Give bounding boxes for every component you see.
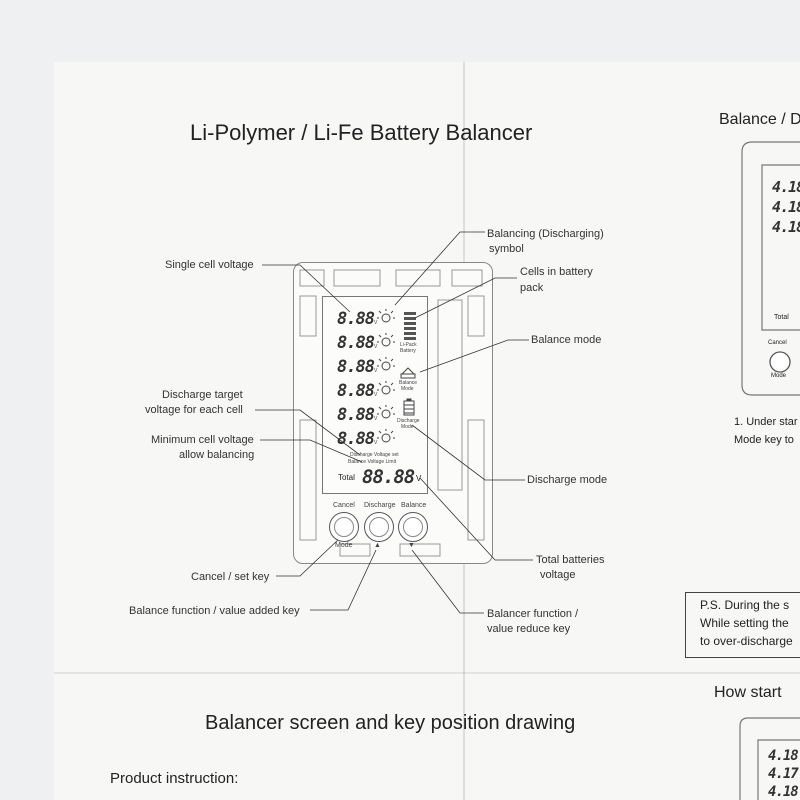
voltage-limit-label: Balance Voltage Limit — [348, 459, 397, 465]
label-discharge-target-2: voltage for each cell — [145, 404, 243, 416]
ps-line-3: to over-discharge — [700, 634, 793, 648]
label-cells-in-pack: Cells in battery — [520, 266, 593, 278]
ps-line-1: P.S. During the s — [700, 598, 790, 612]
label-cancel-set-key: Cancel / set key — [191, 571, 270, 583]
discharge-icon-label: Discharge — [397, 418, 420, 424]
cell-voltage-6: 8.88 — [337, 429, 375, 449]
cells-icon-label: Li-Pack — [400, 342, 417, 348]
discharge-button-label: Discharge — [364, 502, 396, 509]
label-balancing-symbol-2: symbol — [489, 243, 524, 255]
label-total-voltage-2: voltage — [540, 569, 576, 581]
total-voltage: 88.88 — [362, 466, 415, 488]
label-balance-added-key: Balance function / value added key — [129, 605, 300, 617]
cell-voltage-3: 8.88 — [337, 357, 375, 377]
right-reading-3: 4.18 — [772, 218, 800, 236]
cell-unit: V — [374, 392, 378, 398]
cell-voltage-1: 8.88 — [337, 309, 375, 329]
cell-unit: V — [374, 368, 378, 374]
discharge-icon-label: Mode — [401, 424, 414, 430]
right-reading-1: 4.18 — [772, 178, 800, 196]
ps-note-box — [685, 592, 800, 658]
paper-fold-horizontal — [54, 672, 800, 674]
how-start-title: How start — [714, 684, 782, 701]
right-step-1: 1. Under star — [734, 416, 798, 428]
cells-icon-label: Battery — [400, 348, 416, 354]
label-cells-in-pack-2: pack — [520, 282, 544, 294]
section-title-product: Product instruction: — [110, 770, 239, 787]
label-balance-mode: Balance mode — [531, 334, 602, 346]
balance-icon-label: Balance — [399, 380, 418, 386]
label-balancer-reduce-key: Balancer function / — [487, 608, 579, 620]
cell-voltage-5: 8.88 — [337, 405, 375, 425]
right-step-1b: Mode key to — [734, 434, 794, 446]
cell-unit: V — [374, 440, 378, 446]
cancel-button-label: Cancel — [333, 502, 355, 509]
discharge-button[interactable] — [364, 512, 394, 542]
cell-voltage-2: 8.88 — [337, 333, 375, 353]
total-label: Total — [338, 473, 355, 482]
document-title: Li-Polymer / Li-Fe Battery Balancer — [190, 120, 533, 145]
balance-icon-label: Mode — [401, 386, 414, 392]
label-balancing-symbol: Balancing (Discharging) — [487, 228, 604, 240]
label-min-cell-voltage: Minimum cell voltage — [151, 434, 254, 446]
label-min-cell-voltage-2: allow balancing — [179, 449, 255, 461]
section-title-drawing: Balancer screen and key position drawing — [205, 712, 576, 734]
cell-unit: V — [374, 320, 378, 326]
right-cancel-label: Cancel — [768, 340, 787, 346]
balance-button[interactable] — [398, 512, 428, 542]
balance-button-label: Balance — [401, 502, 427, 509]
right-reading-2: 4.18 — [772, 198, 800, 216]
up-arrow-icon: ▲ — [374, 542, 381, 549]
right-mode-label: Mode — [771, 373, 787, 379]
mode-label: Mode — [335, 542, 353, 549]
label-discharge-mode: Discharge mode — [527, 474, 608, 486]
ps-line-2: While setting the — [700, 616, 789, 630]
right-bottom-reading-2: 4.17 — [768, 766, 799, 782]
cell-unit: V — [374, 416, 378, 422]
right-bottom-reading-3: 4.18 — [768, 784, 799, 800]
right-bottom-reading-1: 4.18 — [768, 748, 799, 764]
label-single-cell-voltage: Single cell voltage — [165, 259, 254, 271]
cancel-button[interactable] — [329, 512, 359, 542]
right-section-title: Balance / D — [719, 111, 800, 128]
cell-unit: V — [374, 344, 378, 350]
total-unit: V — [416, 474, 422, 483]
voltage-set-label: Discharge Voltage set — [350, 452, 399, 458]
down-arrow-icon: ▼ — [408, 542, 415, 549]
label-total-voltage: Total batteries — [536, 554, 605, 566]
label-balancer-reduce-key-2: value reduce key — [487, 623, 571, 635]
label-discharge-target: Discharge target — [162, 389, 243, 401]
right-total-label: Total — [774, 314, 789, 321]
cell-voltage-4: 8.88 — [337, 381, 375, 401]
